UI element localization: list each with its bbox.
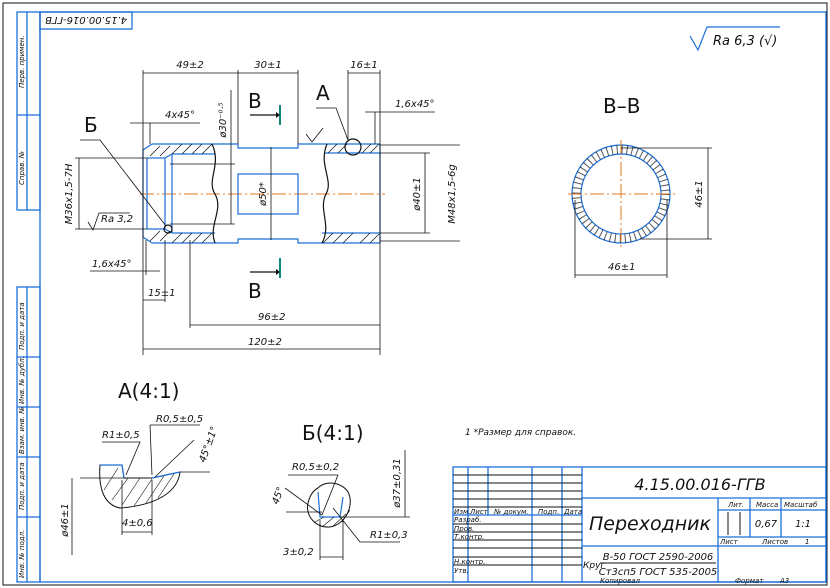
tb-mass: 0,67: [755, 519, 778, 530]
dim-m36: M36x1,5-7H: [64, 163, 75, 224]
detail-b-r1: R1±0,3: [370, 530, 408, 541]
detail-label-a: А: [316, 81, 330, 105]
strip-label: Справ. №: [18, 151, 26, 185]
side-strip: Перв. примен. Справ. № Подп. и дата Инв.…: [16, 11, 41, 583]
tb-role: Н.контр.: [454, 558, 485, 566]
dim-chamfer-left: 1,6x45°: [92, 259, 132, 270]
detail-a-phi46: ø46±1: [60, 503, 71, 538]
technical-note: 1 *Размер для справок.: [465, 428, 576, 438]
tb-role: Пров.: [454, 525, 474, 533]
strip-label: Взам. инв. №: [18, 406, 26, 454]
tb-sheets-label: Листов: [761, 538, 788, 546]
strip-label: Подп. и дата: [18, 302, 26, 350]
tb-sheets: 1: [805, 538, 809, 546]
detail-label-b: Б: [84, 113, 98, 137]
tb-role: Утв.: [454, 567, 469, 575]
section-dim-h: 46±1: [608, 262, 635, 273]
strip-label: Инв. № дубл.: [18, 356, 26, 404]
detail-b-angle: 45°: [270, 486, 286, 506]
tb-header-doc: № докум.: [493, 508, 529, 516]
section-dim-v: 46±1: [694, 180, 705, 207]
tb-header-sign: Подп.: [538, 508, 559, 516]
strip-label: Перв. примен.: [18, 35, 26, 88]
detail-a-r1: R1±0,5: [102, 430, 140, 441]
rotated-code: 4.15.00.016-ГГВ: [45, 14, 127, 25]
detail-b-r05: R0,5±0,2: [292, 462, 339, 473]
tb-sheet-label: Лист: [719, 538, 739, 546]
section-vv-title: В–В: [603, 94, 640, 118]
detail-a-angle: 45°±1°: [197, 425, 220, 464]
tb-header-izm: Изм.: [454, 508, 470, 516]
tb-lit-label: Лит.: [727, 501, 744, 509]
general-roughness: Ra 6,3 (√): [689, 26, 780, 52]
dim-phi50: ø50*: [258, 182, 269, 207]
dim-16: 16±1: [350, 60, 377, 71]
tb-material-bottom: Ст3сп5 ГОСТ 535-2005: [599, 567, 718, 578]
detail-b-width: 3±0,2: [283, 547, 314, 558]
dim-49: 49±2: [176, 60, 203, 71]
dim-120: 120±2: [248, 337, 282, 348]
dim-phi30: ø30⁻⁰·⁵: [218, 102, 229, 138]
detail-a-width: 4±0,6: [122, 518, 153, 529]
tb-part-name: Переходник: [589, 513, 712, 535]
tb-material-prefix: Круг: [583, 561, 605, 571]
section-label-bottom: В: [248, 279, 262, 303]
dim-m48: M48x1,5-6g: [447, 164, 458, 224]
main-view: В В А Б 49±2 30±1 16±1 1: [64, 60, 460, 355]
detail-a: А(4:1) R1±0,5 R0,5±0,5 45°±1° 4±0,6 ø46±…: [60, 379, 221, 555]
tb-designation: 4.15.00.016-ГГВ: [634, 475, 765, 494]
tb-format-label: Формат: [735, 577, 764, 585]
dim-chamfer-4: 4x45°: [165, 110, 195, 121]
rotated-code-box: 4.15.00.016-ГГВ: [39, 11, 133, 30]
dim-phi40: ø40±1: [412, 177, 423, 212]
tb-copied: Копировал: [600, 577, 641, 585]
title-block: 4.15.00.016-ГГВ Переходник В-50 ГОСТ 259…: [452, 466, 827, 583]
detail-a-title: А(4:1): [118, 379, 179, 403]
detail-a-r05: R0,5±0,5: [156, 414, 203, 425]
roughness-text: Ra 6,3 (√): [713, 34, 777, 49]
detail-b: Б(4:1) R0,5±0,2 45° ø37±0,31 R1±0,3 3±0,…: [270, 421, 410, 560]
roughness-ra32: Ra 3,2: [101, 214, 133, 225]
section-label-top: В: [248, 89, 262, 113]
detail-b-title: Б(4:1): [302, 421, 364, 445]
strip-label: Подп. и дата: [18, 462, 26, 510]
tb-header-list: Лист: [469, 508, 489, 516]
tb-role: Разраб.: [454, 516, 482, 524]
dim-96: 96±2: [258, 312, 285, 323]
strip-label: Инв. № подл.: [18, 530, 26, 578]
tb-scale: 1:1: [795, 519, 811, 530]
tb-role: Т.контр.: [454, 533, 484, 541]
tb-mass-label: Масса: [756, 501, 778, 509]
dim-chamfer-right: 1,6x45°: [395, 99, 435, 110]
tb-material-top: В-50 ГОСТ 2590-2006: [603, 552, 714, 563]
dim-15: 15±1: [148, 288, 175, 299]
tb-header-date: Дата: [563, 508, 582, 516]
detail-b-phi37: ø37±0,31: [392, 458, 403, 509]
tb-scale-label: Масштаб: [784, 501, 818, 509]
tb-format: А3: [779, 577, 789, 585]
section-vv: В–В 46±1 46±1: [568, 94, 712, 278]
dim-30: 30±1: [254, 60, 281, 71]
